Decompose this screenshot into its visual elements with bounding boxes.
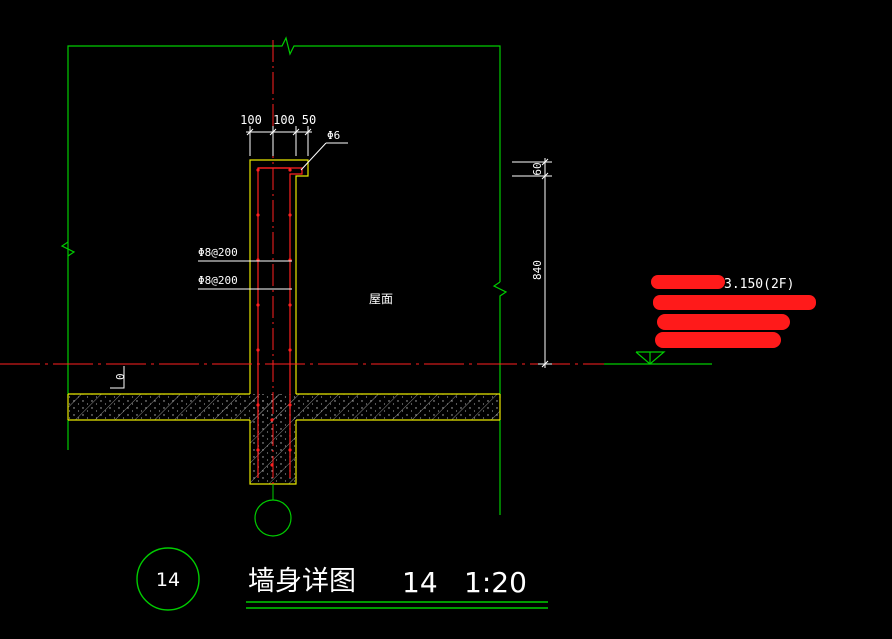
zero-mark xyxy=(110,366,125,389)
dim-label-right: 50 xyxy=(302,113,316,127)
dim-label-middle: 100 xyxy=(273,113,295,127)
zero-label: 0 xyxy=(114,373,127,380)
axis-bubble xyxy=(254,484,292,537)
elevation-symbol xyxy=(604,351,712,365)
top-bar-leader xyxy=(300,142,348,171)
parapet-wall xyxy=(249,159,309,394)
frame-outline xyxy=(60,36,508,515)
dim-label-60: 60 xyxy=(531,162,544,175)
mid-bar-label-2: Φ8@200 xyxy=(198,274,238,287)
title-block xyxy=(136,547,548,611)
drawing-number: 14 xyxy=(402,566,438,599)
mid-bar-label-1: Φ8@200 xyxy=(198,246,238,259)
top-dimension xyxy=(246,126,312,156)
detail-number-circle xyxy=(136,547,200,611)
rebar-dots xyxy=(256,168,292,467)
dim-label-840: 840 xyxy=(531,260,544,280)
roof-label: 屋面 xyxy=(369,292,393,306)
rebar-cage xyxy=(257,167,303,478)
elevation-text: 3.150(2F) xyxy=(724,277,794,292)
drawing-scale: 1:20 xyxy=(464,566,527,599)
axis-lines xyxy=(0,40,710,498)
dim-label-left: 100 xyxy=(240,113,262,127)
right-dimension xyxy=(512,158,552,368)
top-bar-label: Φ6 xyxy=(327,129,340,142)
drawing-title: 墙身详图 xyxy=(248,566,356,597)
mid-bar-leaders xyxy=(198,260,292,290)
redacted-notes xyxy=(651,275,816,348)
detail-number: 14 xyxy=(156,569,180,591)
